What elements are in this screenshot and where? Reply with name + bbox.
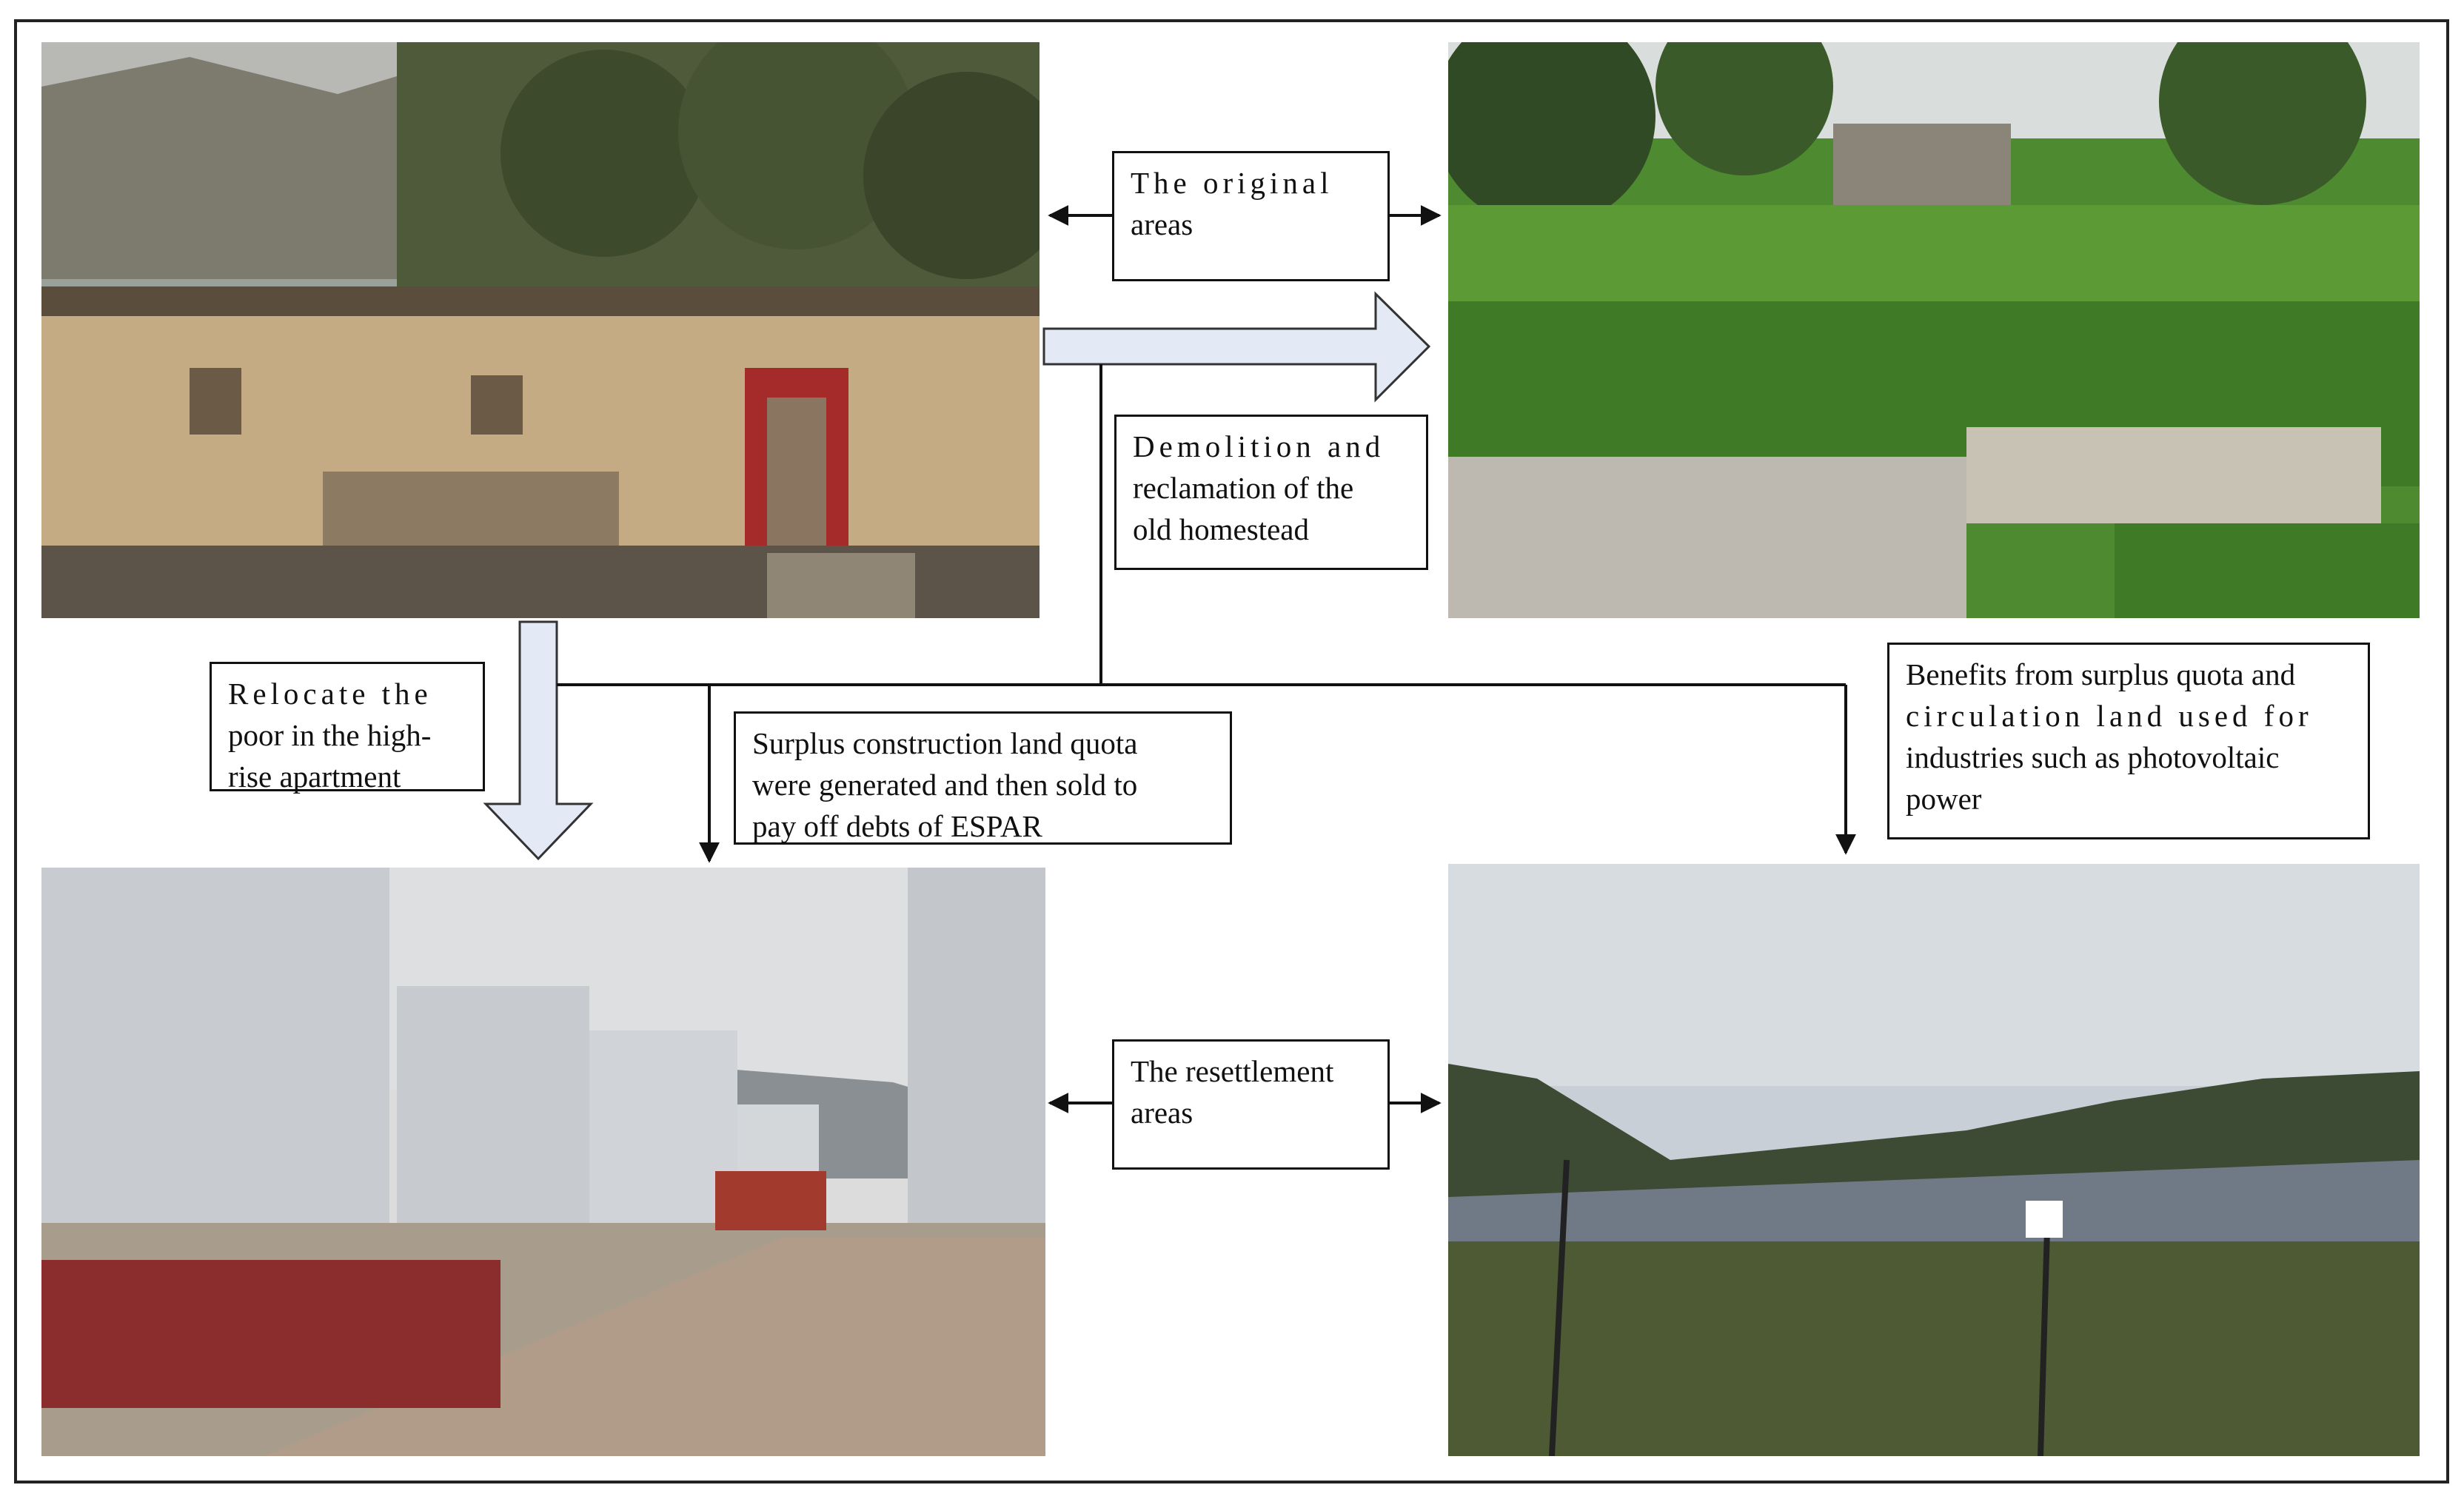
original-areas-label: The original areas: [1112, 151, 1390, 281]
original-areas-line-1: The original: [1131, 166, 1333, 200]
original-areas-line-2: areas: [1131, 207, 1194, 241]
resettlement-apartments-photo: [41, 868, 1045, 1456]
demolition-label: Demolition and reclamation of the old ho…: [1114, 415, 1428, 570]
benefits-line-4: power: [1906, 782, 1982, 816]
benefits-line-2: circulation land used for: [1906, 699, 2313, 733]
relocate-line-1: Relocate the: [228, 677, 432, 711]
resettlement-areas-label: The resettlement areas: [1112, 1039, 1390, 1170]
old-mud-house-photo: [41, 42, 1040, 618]
demolition-line-1: Demolition and: [1133, 429, 1385, 463]
surplus-quota-label: Surplus construction land quota were gen…: [734, 711, 1232, 845]
benefits-line-3: industries such as photovoltaic: [1906, 740, 2280, 774]
relocate-line-3: rise apartment: [228, 760, 401, 794]
surplus-quota-line-3: pay off debts of ESPAR: [752, 809, 1042, 843]
benefits-line-1: Benefits from surplus quota and: [1906, 657, 2296, 691]
relocate-label: Relocate the poor in the high- rise apar…: [210, 662, 485, 794]
reclaimed-farmland-photo: [1448, 42, 2420, 618]
demolition-line-3: old homestead: [1133, 512, 1309, 546]
surplus-quota-line-2: were generated and then sold to: [752, 768, 1138, 802]
photovoltaic-power-station-photo: [1448, 864, 2420, 1456]
resettlement-areas-line-1: The resettlement: [1131, 1054, 1334, 1088]
relocate-line-2: poor in the high-: [228, 718, 432, 752]
resettlement-areas-line-2: areas: [1131, 1096, 1194, 1130]
demolition-line-2: reclamation of the: [1133, 471, 1354, 505]
surplus-quota-line-1: Surplus construction land quota: [752, 726, 1138, 760]
benefits-label: Benefits from surplus quota and circulat…: [1887, 643, 2370, 839]
